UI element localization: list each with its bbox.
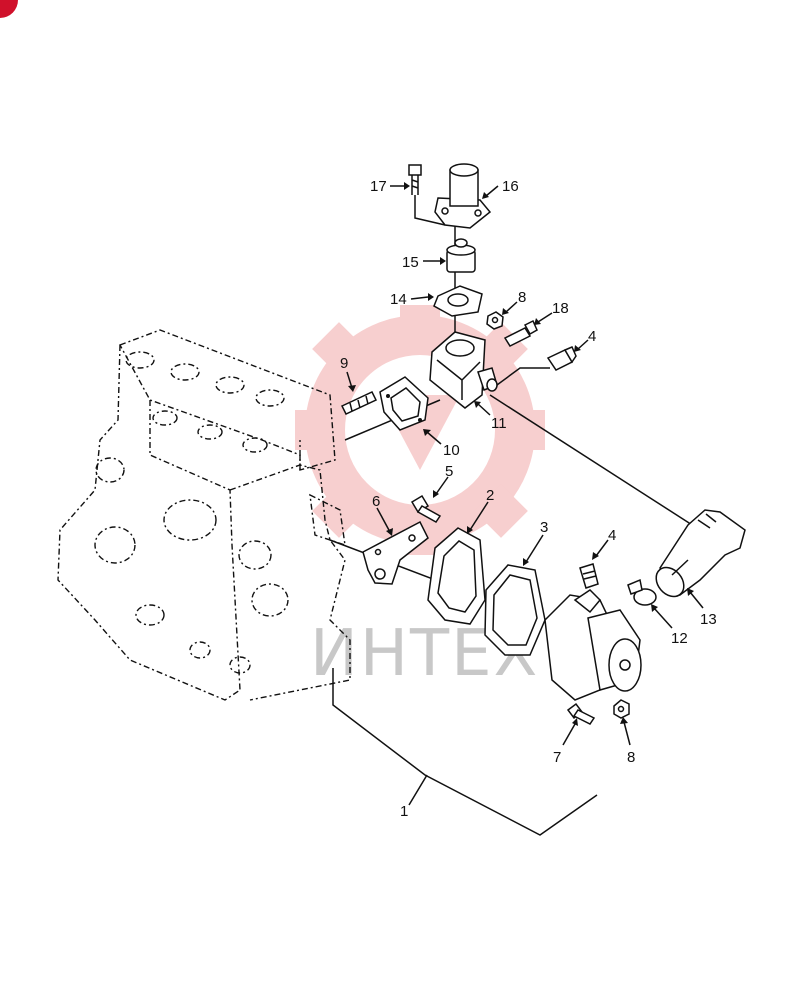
leader-8-upper bbox=[505, 301, 518, 313]
leader-1 bbox=[408, 774, 428, 806]
thermostat-housing-11 bbox=[429, 331, 498, 409]
plate-6 bbox=[362, 520, 429, 585]
gasket-10 bbox=[379, 376, 429, 431]
callout-17: 17 bbox=[370, 178, 387, 195]
callout-4-lower: 4 bbox=[608, 527, 616, 544]
leader-3 bbox=[525, 534, 544, 563]
callout-4-upper: 4 bbox=[588, 328, 596, 345]
leader-18 bbox=[537, 312, 553, 323]
callout-16: 16 bbox=[502, 178, 519, 195]
callout-13: 13 bbox=[700, 611, 717, 628]
gasket-2 bbox=[427, 527, 486, 625]
callout-8-lower: 8 bbox=[627, 749, 635, 766]
bolt-5 bbox=[410, 494, 442, 523]
bolt-7 bbox=[566, 702, 596, 725]
engine-block bbox=[57, 329, 351, 701]
thermostat-15 bbox=[446, 238, 476, 273]
callout-1: 1 bbox=[400, 803, 408, 820]
leader-5 bbox=[435, 476, 449, 495]
callout-14: 14 bbox=[390, 291, 407, 308]
callout-12: 12 bbox=[671, 630, 688, 647]
callout-6: 6 bbox=[372, 493, 380, 510]
leader-10 bbox=[426, 431, 442, 445]
leader-4-lower bbox=[595, 539, 609, 557]
leader-11 bbox=[477, 403, 491, 416]
callout-15: 15 bbox=[402, 254, 419, 271]
callout-8-upper: 8 bbox=[518, 289, 526, 306]
callouts: 17 16 15 14 8 18 4 9 10 11 5 6 2 bbox=[340, 178, 717, 820]
callout-10: 10 bbox=[443, 442, 460, 459]
hose-13 bbox=[655, 509, 746, 598]
callout-9: 9 bbox=[340, 355, 348, 372]
nut-8-lower bbox=[613, 699, 630, 719]
leader-9 bbox=[346, 371, 353, 389]
leader-7 bbox=[562, 723, 576, 746]
assembly-bracket bbox=[332, 668, 598, 836]
callout-11: 11 bbox=[491, 415, 507, 432]
stud-9 bbox=[340, 391, 378, 415]
gasket-14 bbox=[433, 285, 483, 317]
leader-12 bbox=[653, 607, 673, 629]
stud-18 bbox=[503, 319, 538, 347]
leader-8-lower bbox=[623, 721, 631, 746]
callout-18: 18 bbox=[552, 300, 569, 317]
temp-sensor-4-lower bbox=[579, 563, 599, 589]
callout-2: 2 bbox=[486, 487, 494, 504]
water-pump bbox=[544, 589, 642, 701]
callout-5: 5 bbox=[445, 463, 453, 480]
temp-sensor-4-upper bbox=[496, 346, 577, 386]
leader-14 bbox=[410, 296, 429, 300]
nut-8-upper bbox=[486, 311, 504, 330]
callout-7: 7 bbox=[553, 749, 561, 766]
bolt-17 bbox=[408, 164, 446, 226]
leader-4-upper bbox=[577, 339, 589, 350]
hose-clamp-12 bbox=[627, 578, 657, 606]
gasket-3 bbox=[484, 564, 546, 656]
leader-13 bbox=[689, 591, 704, 609]
water-outlet-16 bbox=[434, 163, 492, 229]
corner-badge bbox=[0, 0, 18, 18]
leader-16 bbox=[485, 185, 499, 197]
leader-2 bbox=[469, 501, 489, 531]
callout-3: 3 bbox=[540, 519, 548, 536]
leader-6 bbox=[376, 507, 391, 533]
